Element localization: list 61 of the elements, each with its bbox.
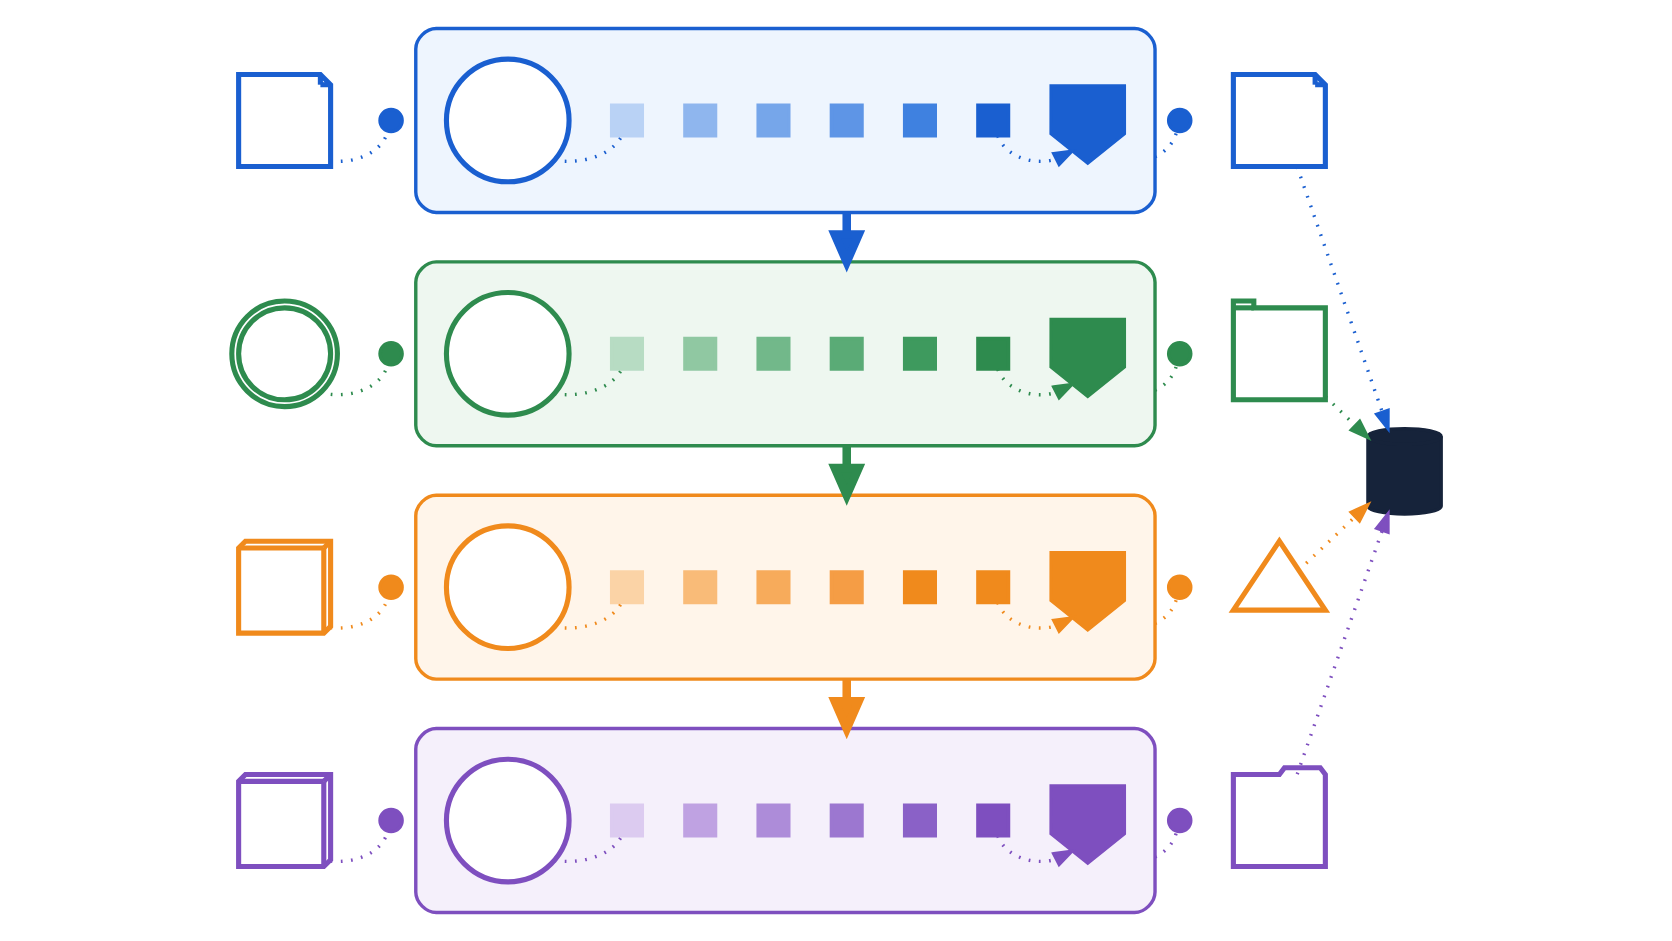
node-globe xyxy=(228,298,340,410)
connector xyxy=(1153,364,1178,392)
node-square xyxy=(755,103,790,138)
node-square xyxy=(975,103,1010,138)
node-square xyxy=(609,803,644,838)
arrow xyxy=(827,212,865,273)
node-square xyxy=(829,570,864,605)
node-square xyxy=(975,570,1010,605)
node-square xyxy=(682,803,717,838)
node-square xyxy=(682,570,717,605)
arrow xyxy=(995,135,1076,168)
node-square xyxy=(829,336,864,371)
node-circle xyxy=(1166,574,1192,600)
node-circle xyxy=(443,56,572,185)
node-circle xyxy=(443,756,572,885)
node-square xyxy=(609,336,644,371)
node-square xyxy=(829,103,864,138)
arrow xyxy=(1324,395,1371,442)
node-square xyxy=(902,570,937,605)
node-circle xyxy=(377,107,404,134)
node-square xyxy=(755,803,790,838)
cluster xyxy=(413,26,1157,215)
node-square xyxy=(902,803,937,838)
node-circle xyxy=(377,807,404,834)
node-circle xyxy=(443,289,572,418)
node-circle xyxy=(1166,341,1192,367)
arrow xyxy=(995,601,1076,634)
cluster xyxy=(413,726,1157,915)
arrow xyxy=(995,368,1076,401)
node-circle xyxy=(1166,807,1192,834)
connector xyxy=(1153,130,1178,159)
node-square xyxy=(682,103,717,138)
cluster xyxy=(413,260,1157,448)
connector xyxy=(553,368,623,397)
connector xyxy=(553,835,623,864)
node-square xyxy=(682,336,717,371)
node-square xyxy=(755,570,790,605)
node-circle xyxy=(377,341,404,367)
node-circle xyxy=(377,574,404,600)
node-square xyxy=(755,336,790,371)
node-square xyxy=(975,336,1010,371)
arrow xyxy=(827,679,865,740)
arrow xyxy=(1295,166,1390,434)
node-square xyxy=(902,103,937,138)
node-square xyxy=(609,570,644,605)
connector xyxy=(1153,597,1178,626)
node-circle xyxy=(443,523,572,652)
connector xyxy=(1153,830,1178,859)
node-clipboard xyxy=(1230,765,1328,870)
node-circle xyxy=(1166,107,1192,134)
node-square xyxy=(609,103,644,138)
arrow xyxy=(827,445,865,506)
cluster xyxy=(413,493,1157,681)
node-square xyxy=(829,803,864,838)
arrow xyxy=(995,835,1076,868)
node-square xyxy=(975,803,1010,838)
connector xyxy=(553,135,623,163)
node-triangle xyxy=(1228,536,1330,613)
arrow xyxy=(1295,509,1390,775)
connector xyxy=(553,601,623,630)
node-square xyxy=(902,336,937,371)
